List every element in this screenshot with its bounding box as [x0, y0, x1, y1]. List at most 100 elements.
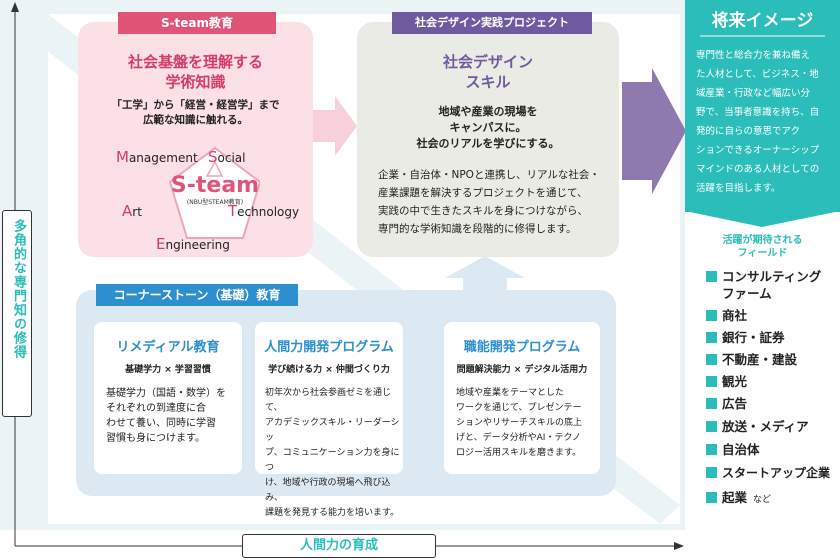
- future-box-pointer: [685, 211, 840, 227]
- field-label: 放送・メディア: [722, 419, 809, 434]
- program-sub: 学び続ける力 × 仲間づくり力: [268, 365, 390, 375]
- field-item: 不動産・建設: [706, 352, 797, 368]
- program-sub: 基礎学力 × 学習習慣: [125, 365, 211, 375]
- word-initial: M: [116, 148, 129, 166]
- square-bullet-icon: [706, 332, 717, 343]
- field-item: 銀行・証券: [706, 330, 785, 346]
- future-line: た人材として、ビジネス・地: [696, 69, 819, 80]
- program-line: ワークを通じて、プレゼンテー: [456, 403, 582, 413]
- future-line: 発的に自らの意思でアク: [696, 126, 801, 137]
- social-body-line: 産業課題を解決するプロジェクトを通じて、: [378, 187, 588, 199]
- field-item: 起業など: [706, 490, 771, 508]
- social-body-line: 実践の中で生きたスキルを身につけながら、: [378, 205, 588, 217]
- field-label: 自治体: [722, 442, 760, 457]
- social-body-line: 企業・自治体・NPOと連携し、リアルな社会・: [378, 169, 600, 181]
- program-remedial: リメディアル教育 基礎学力 × 学習習慣 基礎学力（国語・数学）を それぞれの到…: [94, 322, 242, 474]
- square-bullet-icon: [706, 310, 717, 321]
- steam-desc-line1: 「工学」から「経営・経営学」まで: [111, 99, 280, 111]
- program-line: 基礎学力（国語・数学）を: [106, 388, 226, 399]
- social-body-line: 専門的な学術知識を段階的に修得します。: [378, 223, 577, 235]
- field-item: 広告: [706, 396, 747, 412]
- field-label: 広告: [722, 396, 748, 411]
- program-line: ロジー活用スキルを磨きます。: [456, 448, 582, 458]
- program-line: わせて養い、同時に学習: [106, 418, 216, 429]
- word-rest: rt: [132, 205, 142, 219]
- social-lead: 地域や産業の現場を キャンパスに。 社会のリアルを学びにする。: [357, 104, 619, 152]
- program-title: リメディアル教育: [116, 340, 220, 355]
- future-line: 域産業・行政など幅広い分: [696, 88, 811, 99]
- program-line: け、地域や行政の現場へ飛び込み、: [265, 478, 391, 503]
- word-rest: ocial: [217, 151, 246, 165]
- program-title: 人間力開発プログラム: [264, 340, 394, 355]
- future-body: 専門性と総合力を兼ね備え た人材として、ビジネス・地 域産業・行政など幅広い分 …: [696, 46, 836, 198]
- program-line: ションやリサーチスキルの底上: [456, 418, 583, 428]
- field-label: 商社: [722, 308, 748, 323]
- steam-logo-sub: (NBU型STEAM教育): [186, 199, 244, 206]
- social-design-card: [357, 22, 619, 257]
- word-management: Management: [116, 147, 198, 166]
- social-heading-line1: 社会デザイン: [442, 53, 533, 71]
- square-bullet-icon: [706, 271, 717, 282]
- social-design-tag: 社会デザイン実践プロジェクト: [392, 12, 592, 34]
- axis-right-arrow: [674, 542, 684, 550]
- field-item: 自治体: [706, 442, 760, 458]
- square-bullet-icon: [706, 467, 717, 478]
- program-line: げと、データ分析やAI・テクノ: [456, 433, 581, 443]
- social-lead-line2: キャンパスに。: [449, 121, 527, 134]
- program-line: 初年次から社会参画ゼミを通じて、: [265, 388, 392, 413]
- fields-title-line2: フィールド: [737, 248, 788, 259]
- field-label: 観光: [722, 374, 748, 389]
- steam-desc-line2: 広範な知識に触れる。: [143, 114, 248, 126]
- word-art: Art: [122, 201, 142, 220]
- program-line: アカデミックスキル・リーダーシッ: [265, 418, 400, 443]
- arrow-right-2: [622, 68, 686, 194]
- future-title-underline: [700, 35, 825, 37]
- steam-tag: S-team教育: [118, 12, 276, 34]
- field-item: 放送・メディア: [706, 419, 809, 435]
- program-vocational: 職能開発プログラム 問題解決能力 × デジタル活用力 地域や産業をテーマとした …: [444, 322, 600, 474]
- word-technology: Technology: [228, 201, 299, 220]
- word-rest: ngineering: [165, 238, 230, 252]
- square-bullet-icon: [706, 376, 717, 387]
- axis-up-arrow: [11, 2, 19, 12]
- word-initial: S: [208, 148, 218, 166]
- field-label: スタートアップ企業: [722, 466, 831, 480]
- square-bullet-icon: [706, 444, 717, 455]
- word-social: Social: [208, 147, 246, 166]
- steam-logo-main: S-team: [170, 173, 260, 198]
- steam-pentagon: [168, 146, 260, 239]
- program-body: 初年次から社会参画ゼミを通じて、 アカデミックスキル・リーダーシッ プ、コミュニ…: [265, 386, 403, 521]
- square-bullet-icon: [706, 398, 717, 409]
- field-label: 銀行・証券: [722, 330, 785, 345]
- future-box: [685, 0, 840, 212]
- social-heading: 社会デザイン スキル: [357, 52, 619, 92]
- vertical-axis-label: 多角的な専門知の修得: [2, 210, 32, 417]
- program-line: それぞれの到達度に合: [106, 403, 206, 414]
- square-bullet-icon: [706, 421, 717, 432]
- field-label: 起業: [722, 490, 748, 505]
- steam-heading: 社会基盤を理解する 学術知識: [78, 52, 313, 92]
- steam-logo: S-team (NBU型STEAM教育): [160, 174, 270, 207]
- program-line: 課題を発見する能力を培います。: [265, 508, 400, 518]
- steam-desc: 「工学」から「経営・経営学」まで 広範な知識に触れる。: [78, 98, 313, 128]
- field-suffix: など: [753, 495, 772, 505]
- future-line: ションできるオーナーシップ: [696, 145, 820, 156]
- field-item: スタートアップ企業: [706, 465, 830, 481]
- program-sub: 問題解決能力 × デジタル活用力: [456, 365, 588, 375]
- field-label: コンサルティング: [722, 269, 822, 284]
- square-bullet-icon: [706, 492, 717, 503]
- social-body: 企業・自治体・NPOと連携し、リアルな社会・ 産業課題を解決するプロジェクトを通…: [378, 166, 614, 238]
- future-line: 活躍を目指します。: [696, 183, 781, 194]
- horizontal-axis-label: 人間力の育成: [242, 534, 436, 558]
- field-item-cont: ファーム: [722, 286, 772, 302]
- word-rest: anagement: [128, 151, 198, 165]
- steam-heading-line1: 社会基盤を理解する: [127, 53, 263, 71]
- program-body: 基礎学力（国語・数学）を それぞれの到達度に合 わせて養い、同時に学習 習慣も身…: [106, 386, 242, 446]
- field-label: 不動産・建設: [722, 352, 798, 367]
- word-initial: A: [122, 202, 133, 220]
- word-initial: E: [156, 235, 166, 253]
- program-line: 習慣も身につけます。: [106, 433, 205, 444]
- word-engineering: Engineering: [156, 234, 230, 253]
- fields-title-line1: 活躍が期待される: [722, 235, 803, 246]
- word-rest: echnology: [237, 205, 300, 219]
